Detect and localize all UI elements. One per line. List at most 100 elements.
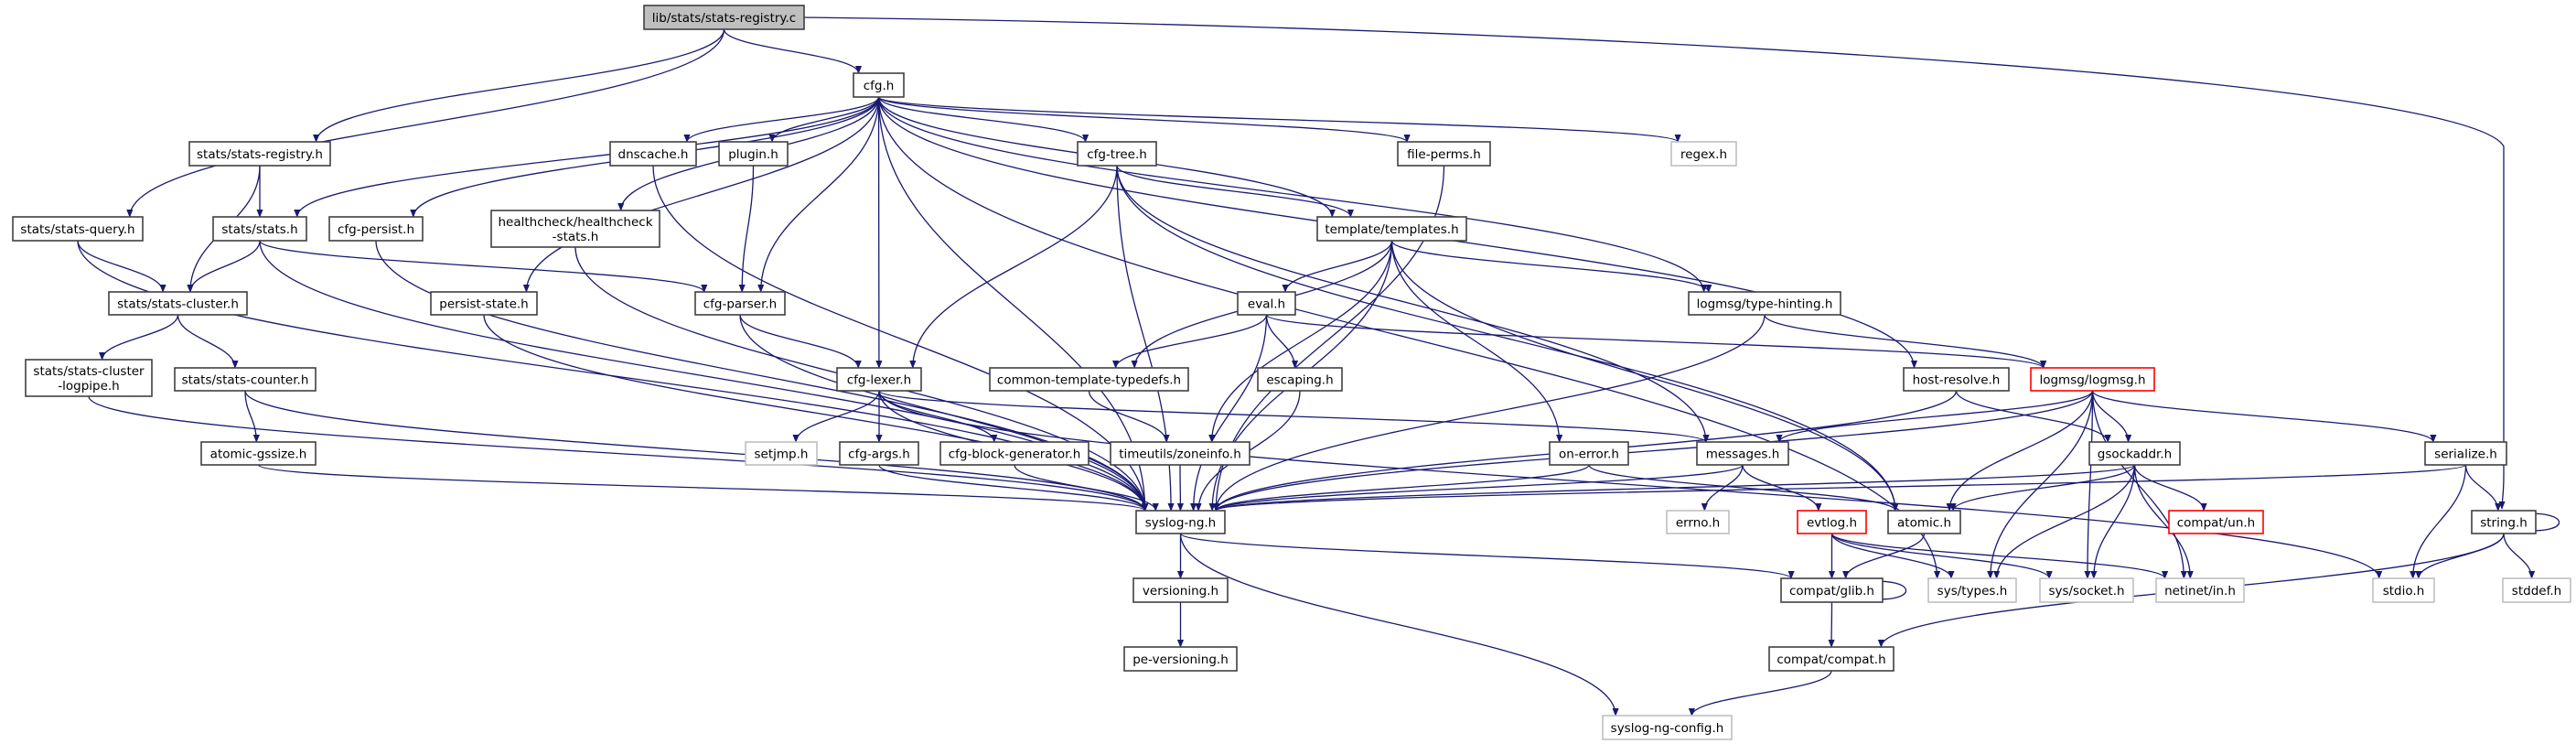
edge-serialize-to-syslogng	[1213, 464, 2467, 512]
node-gssize[interactable]: atomic-gssize.h	[200, 441, 317, 466]
node-sngconfig[interactable]: syslog-ng-config.h	[1602, 715, 1733, 740]
node-cfg[interactable]: cfg.h	[853, 72, 905, 98]
node-box	[745, 441, 818, 466]
node-label: sys/socket.h	[2048, 584, 2124, 598]
node-messages[interactable]: messages.h	[1696, 441, 1789, 466]
node-label: stats/stats-cluster-logpipe.h	[33, 364, 145, 394]
node-fileperms[interactable]: file-perms.h	[1397, 141, 1491, 167]
node-stdio[interactable]: stdio.h	[2372, 577, 2435, 603]
node-pever[interactable]: pe-versioning.h	[1123, 646, 1238, 672]
node-label: on-error.h	[1559, 447, 1619, 462]
edge-templates-to-atomic	[1390, 240, 1899, 512]
node-stats[interactable]: stats/stats.h	[212, 216, 307, 242]
edge-cfgparser-to-cfglexer	[739, 314, 862, 369]
node-versioning[interactable]: versioning.h	[1132, 577, 1229, 603]
node-netinet[interactable]: netinet/in.h	[2155, 577, 2245, 603]
edge-logmsg-to-serialize	[2091, 390, 2437, 443]
node-box	[12, 216, 144, 242]
node-label: timeutils/zoneinfo.h	[1119, 447, 1241, 462]
node-regex[interactable]: regex.h	[1670, 141, 1737, 167]
edge-logmsg-to-socket	[2084, 390, 2094, 579]
edge-cfg-to-cfgparser	[757, 96, 880, 293]
node-label: stats/stats-cluster.h	[117, 297, 239, 312]
node-socket[interactable]: sys/socket.h	[2039, 577, 2134, 603]
node-compat[interactable]: compat/compat.h	[1768, 646, 1894, 672]
node-ctt[interactable]: common-template-typedefs.h	[989, 367, 1189, 392]
node-box	[989, 367, 1189, 392]
node-cfgparser[interactable]: cfg-parser.h	[694, 291, 786, 316]
node-logpipe[interactable]: stats/stats-cluster-logpipe.h	[25, 359, 153, 397]
edge-eval-to-syslogng	[1190, 314, 1268, 512]
node-dnscache[interactable]: dnscache.h	[609, 141, 697, 167]
node-box	[1397, 141, 1491, 167]
node-box	[643, 5, 805, 30]
node-box	[25, 359, 153, 397]
edge-stats-to-cfgparser	[259, 240, 708, 293]
edge-logmsg-to-syslogng	[1212, 390, 2094, 512]
node-cfgpersist[interactable]: cfg-persist.h	[328, 216, 424, 242]
node-setjmp[interactable]: setjmp.h	[745, 441, 818, 466]
edge-layer	[77, 16, 2560, 717]
node-gsockaddr[interactable]: gsockaddr.h	[2088, 441, 2181, 466]
node-scluster[interactable]: stats/stats-cluster.h	[108, 291, 248, 316]
node-syslogng[interactable]: syslog-ng.h	[1135, 510, 1226, 534]
node-hostres[interactable]: host-resolve.h	[1903, 367, 2010, 392]
node-box	[1768, 646, 1894, 672]
node-label: string.h	[2480, 516, 2528, 531]
node-glib[interactable]: compat/glib.h	[1780, 577, 1884, 603]
node-errno[interactable]: errno.h	[1666, 510, 1730, 534]
node-atomic[interactable]: atomic.h	[1887, 510, 1961, 534]
node-templates[interactable]: template/templates.h	[1316, 216, 1467, 242]
node-sreg_h[interactable]: stats/stats-registry.h	[188, 141, 331, 167]
node-box	[1903, 367, 2010, 392]
node-evtlog[interactable]: evtlog.h	[1797, 510, 1867, 534]
node-cfgtree[interactable]: cfg-tree.h	[1077, 141, 1157, 167]
node-box	[839, 441, 919, 466]
edge-cfgtree-to-templates	[1116, 165, 1354, 218]
node-root[interactable]: lib/stats/stats-registry.c	[643, 5, 805, 30]
node-scounter[interactable]: stats/stats-counter.h	[174, 367, 317, 392]
node-stddef[interactable]: stddef.h	[2502, 577, 2571, 603]
node-label: cfg-parser.h	[703, 297, 778, 312]
node-label: stddef.h	[2512, 584, 2561, 598]
node-box	[200, 441, 317, 466]
edge-logmsg-to-types	[1987, 390, 2094, 579]
node-box	[2039, 577, 2134, 603]
node-escaping[interactable]: escaping.h	[1257, 367, 1343, 392]
node-serialize[interactable]: serialize.h	[2424, 441, 2507, 466]
node-box	[853, 72, 905, 98]
edge-syslogng-to-sngconfig	[1179, 533, 1619, 717]
node-zoneinfo[interactable]: timeutils/zoneinfo.h	[1110, 441, 1250, 466]
node-health[interactable]: healthcheck/healthcheck-stats.h	[490, 210, 660, 248]
node-cfglexer[interactable]: cfg-lexer.h	[836, 367, 922, 392]
node-box	[1666, 510, 1730, 534]
node-un[interactable]: compat/un.h	[2168, 510, 2264, 534]
edge-onerror-to-syslogng	[1212, 464, 1590, 512]
node-box	[836, 367, 922, 392]
node-persist[interactable]: persist-state.h	[430, 291, 538, 316]
node-box	[188, 141, 331, 167]
edge-logmsg-to-atomic	[1946, 390, 2094, 512]
edge-cfg-to-typehint	[877, 96, 1708, 293]
node-onerror[interactable]: on-error.h	[1549, 441, 1629, 466]
node-label: file-perms.h	[1407, 147, 1481, 162]
node-box	[1110, 441, 1250, 466]
node-squery[interactable]: stats/stats-query.h	[12, 216, 144, 242]
node-label: gsockaddr.h	[2098, 447, 2172, 462]
node-label: compat/un.h	[2177, 516, 2255, 531]
node-label: logmsg/logmsg.h	[2039, 373, 2145, 388]
node-typehint[interactable]: logmsg/type-hinting.h	[1688, 291, 1841, 316]
node-cfgargs[interactable]: cfg-args.h	[839, 441, 919, 466]
node-types[interactable]: sys/types.h	[1927, 577, 2017, 603]
node-box	[2030, 367, 2155, 392]
edge-cfglexer-to-messages	[878, 390, 1710, 443]
node-label: compat/glib.h	[1789, 584, 1874, 598]
node-plugin[interactable]: plugin.h	[718, 141, 789, 167]
node-box	[490, 210, 660, 248]
node-logmsg[interactable]: logmsg/logmsg.h	[2030, 367, 2155, 392]
node-box	[1316, 216, 1467, 242]
node-box	[1257, 367, 1343, 392]
node-eval[interactable]: eval.h	[1237, 291, 1296, 316]
node-string[interactable]: string.h	[2471, 510, 2537, 534]
node-cbg[interactable]: cfg-block-generator.h	[939, 441, 1089, 466]
